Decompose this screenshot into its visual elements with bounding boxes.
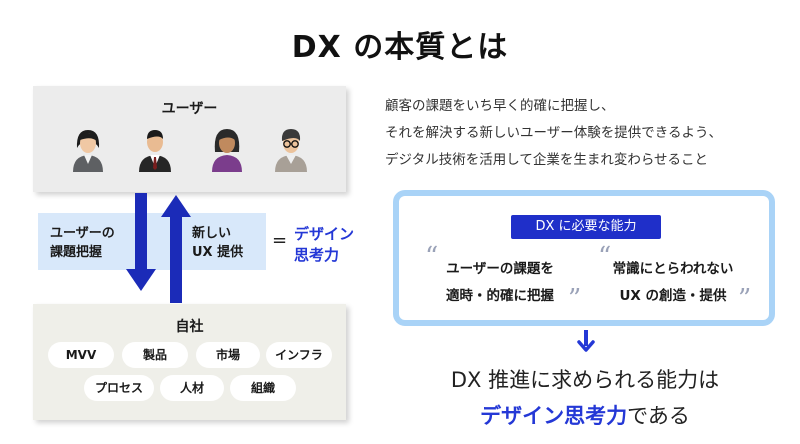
design-thinking-line1: デザイン	[294, 225, 355, 243]
person-woman-purple-icon	[212, 129, 242, 172]
description-line3: デジタル技術を活用して企業を生まれ変わらせること	[385, 152, 709, 168]
pill-infrastructure: インフラ	[266, 342, 332, 368]
open-quote-icon: “	[598, 242, 612, 272]
new-ux-line2: UX 提供	[192, 245, 244, 260]
user-issue-label: ユーザーの 課題把握	[50, 224, 130, 262]
conclusion-rest: である	[627, 404, 690, 428]
abilities-tag: DX に必要な能力	[511, 215, 661, 239]
design-thinking-label: デザイン 思考力	[294, 224, 354, 266]
arrow-down-small-icon	[577, 330, 595, 352]
new-ux-label: 新しい UX 提供	[192, 224, 264, 262]
open-quote-icon: “	[425, 242, 439, 272]
pill-market: 市場	[196, 342, 260, 368]
ability-item-issue: ユーザーの課題を 適時・的確に把握	[430, 256, 570, 310]
user-issue-line1: ユーザーの	[50, 226, 115, 241]
page-title: DX の本質とは	[291, 30, 509, 65]
company-box-title: 自社	[175, 319, 204, 335]
design-thinking-line2: 思考力	[294, 246, 340, 264]
pill-talent: 人材	[160, 375, 224, 401]
person-businessman-icon	[139, 130, 171, 172]
person-glasses-icon	[275, 129, 307, 172]
conclusion-line1: DX 推進に求められる能力は	[450, 368, 720, 392]
insight-band	[38, 213, 266, 270]
pill-mvv: MVV	[48, 342, 114, 368]
conclusion-line2: デザイン思考力である	[385, 398, 785, 434]
close-quote-icon: ”	[738, 284, 752, 314]
pill-product: 製品	[122, 342, 188, 368]
ability-item-ux-line1: 常識にとらわれない	[612, 261, 734, 277]
close-quote-icon: ”	[568, 284, 582, 314]
conclusion: DX 推進に求められる能力は デザイン思考力である	[385, 362, 785, 434]
ability-item-ux-line2: UX の創造・提供	[619, 288, 727, 304]
conclusion-highlight: デザイン思考力	[480, 404, 628, 428]
arrow-down-icon	[126, 193, 156, 291]
ability-item-issue-line1: ユーザーの課題を	[446, 261, 554, 277]
description-line2: それを解決する新しいユーザー体験を提供できるよう、	[385, 125, 722, 141]
equals-sign: =	[272, 230, 288, 251]
required-abilities-box	[393, 190, 775, 326]
description-line1: 顧客の課題をいち早く的確に把握し、	[385, 98, 615, 114]
user-box-title: ユーザー	[161, 101, 218, 117]
person-woman-icon	[73, 130, 103, 172]
pill-process: プロセス	[84, 375, 154, 401]
pill-organization: 組織	[230, 375, 296, 401]
ability-item-ux: 常識にとらわれない UX の創造・提供	[598, 256, 748, 310]
arrow-up-icon	[161, 195, 191, 303]
user-issue-line2: 課題把握	[50, 245, 103, 260]
new-ux-line1: 新しい	[192, 226, 232, 241]
dx-description: 顧客の課題をいち早く的確に把握し、 それを解決する新しいユーザー体験を提供できる…	[385, 93, 785, 174]
ability-item-issue-line2: 適時・的確に把握	[446, 288, 554, 304]
